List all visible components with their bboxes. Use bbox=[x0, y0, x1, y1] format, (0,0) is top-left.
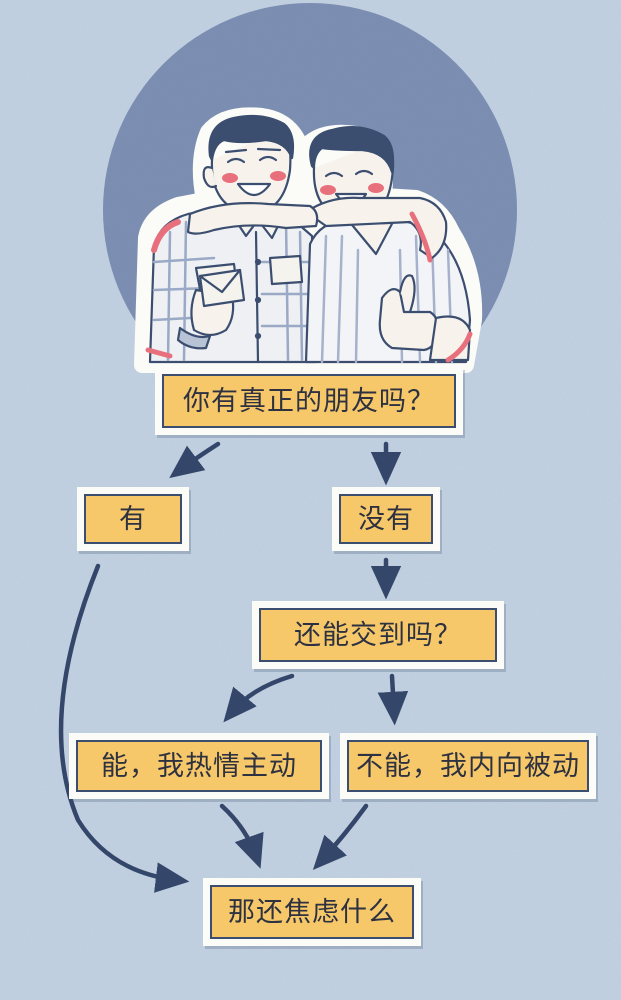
conclusion-box: 那还焦虑什么 bbox=[210, 885, 414, 939]
arrow-icon bbox=[58, 563, 190, 893]
two-friends-illustration-icon bbox=[103, 3, 517, 417]
conclusion-text: 那还焦虑什么 bbox=[228, 896, 396, 928]
option-passive-text: 不能，我内向被动 bbox=[356, 750, 580, 782]
answer-no-text: 没有 bbox=[358, 503, 414, 535]
answer-yes-text: 有 bbox=[119, 503, 147, 535]
question-box: 你有真正的朋友吗？ bbox=[162, 374, 456, 428]
arrow-icon bbox=[312, 803, 369, 870]
arrow-icon bbox=[377, 673, 409, 726]
option-active-text: 能，我热情主动 bbox=[101, 750, 297, 782]
right-friend bbox=[304, 125, 473, 364]
question-text: 你有真正的朋友吗？ bbox=[183, 385, 435, 417]
arrow-icon bbox=[169, 441, 221, 479]
arrow-icon bbox=[219, 803, 264, 869]
answer-yes-box: 有 bbox=[84, 494, 182, 544]
arrow-icon bbox=[223, 673, 295, 723]
follow-up-box: 还能交到吗？ bbox=[259, 608, 497, 662]
option-active-box: 能，我热情主动 bbox=[76, 740, 322, 792]
answer-no-box: 没有 bbox=[339, 494, 433, 544]
left-friend-arm bbox=[186, 202, 319, 235]
follow-up-text: 还能交到吗？ bbox=[294, 619, 462, 651]
option-passive-box: 不能，我内向被动 bbox=[347, 740, 589, 792]
